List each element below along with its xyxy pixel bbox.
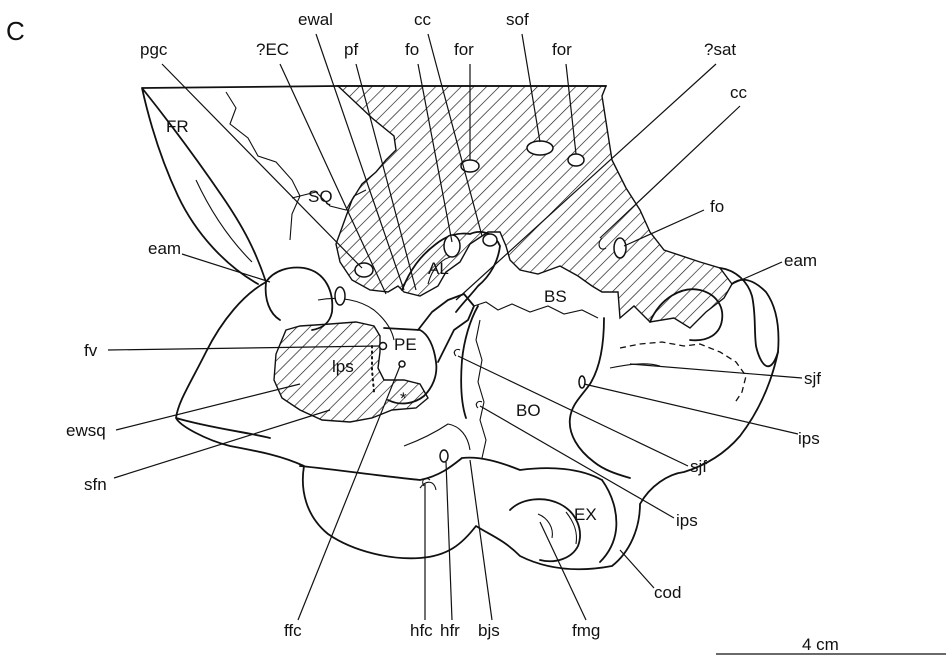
bo-hook-lower xyxy=(475,400,483,409)
bone-label-bs: BS xyxy=(544,287,567,306)
foramen-ovale-right xyxy=(613,237,627,259)
hypoglossal-foramen xyxy=(439,449,449,463)
label-sfn: sfn xyxy=(84,475,107,494)
external-canal-mark xyxy=(334,286,346,306)
exoccipital-outline xyxy=(599,479,618,563)
label-ec: ?EC xyxy=(256,40,289,59)
label-fo-right: fo xyxy=(710,197,724,216)
frontal-inner-line xyxy=(195,179,253,263)
bone-label-lps: lps xyxy=(332,357,354,376)
right-bulla xyxy=(649,288,724,342)
bone-label-fr: FR xyxy=(166,117,189,136)
zygomatic-left xyxy=(264,266,334,331)
right-dashed-suture xyxy=(619,341,747,405)
label-eam-left: eam xyxy=(148,239,181,258)
bone-label-pe: PE xyxy=(394,335,417,354)
label-fv: fv xyxy=(84,341,98,360)
suture-fr-sq xyxy=(225,91,301,241)
bone-label-sq: SQ xyxy=(308,187,333,206)
sphenorbital-fissure xyxy=(526,140,554,156)
label-cc-top: cc xyxy=(414,10,432,29)
bo-hook-upper xyxy=(453,348,461,357)
label-hfc: hfc xyxy=(410,621,433,640)
bs-bo-suture xyxy=(473,301,599,319)
condyle-outline xyxy=(509,498,581,563)
label-ffc: ffc xyxy=(284,621,302,640)
label-ips-2: ips xyxy=(676,511,698,530)
frontal-outline xyxy=(141,85,339,285)
leader-lines xyxy=(107,33,803,621)
ips-foramen-right xyxy=(578,375,586,389)
hypoglossal-area xyxy=(403,423,471,451)
label-bjs: bjs xyxy=(478,621,500,640)
fenestra-vestibuli xyxy=(378,341,388,351)
hatched-area-dorsal xyxy=(335,85,733,329)
right-lateral-outline xyxy=(719,267,779,368)
petrosal-dotted-boundary xyxy=(371,345,375,393)
label-fmg: fmg xyxy=(572,621,600,640)
label-for-2: for xyxy=(552,40,572,59)
label-for-1: for xyxy=(454,40,474,59)
label-cod: cod xyxy=(654,583,681,602)
suture-sq-2 xyxy=(291,189,367,211)
panel-letter: C xyxy=(6,16,25,46)
bone-label-ex: EX xyxy=(574,505,597,524)
label-ewal: ewal xyxy=(298,10,333,29)
carotid-canal-left xyxy=(482,233,498,247)
label-sat: ?sat xyxy=(704,40,736,59)
carotid-canal-right xyxy=(598,237,607,250)
foramen-rotundum-2 xyxy=(567,153,585,167)
foramen-magnum-edge xyxy=(537,513,553,539)
label-fo-top: fo xyxy=(405,40,419,59)
postglenoid-canal xyxy=(354,262,374,278)
label-ips-1: ips xyxy=(798,429,820,448)
label-pgc: pgc xyxy=(140,40,168,59)
bone-label-asterisk: * xyxy=(400,389,407,408)
foramen-ovale-left xyxy=(443,234,461,258)
skull-outline-main xyxy=(175,278,780,571)
bone-label-bo: BO xyxy=(516,401,541,420)
label-hfr: hfr xyxy=(440,621,460,640)
label-sjf-1: sjf xyxy=(804,369,821,388)
label-pf: pf xyxy=(344,40,358,59)
basioccipital-left-edge xyxy=(460,305,479,419)
hfc-hook xyxy=(422,477,431,487)
hypoglossal-canal-line xyxy=(419,481,437,491)
skull-outline-lower xyxy=(299,456,603,481)
label-sof: sof xyxy=(506,10,529,29)
bone-label-al: AL xyxy=(428,259,449,278)
petrosal-outline xyxy=(383,327,438,405)
scale-bar-label: 4 cm xyxy=(802,635,839,654)
label-sjf-2: sjf xyxy=(690,457,707,476)
label-eam-right: eam xyxy=(784,251,817,270)
petrosal-stem xyxy=(417,293,475,363)
basioccipital-right-edge xyxy=(568,317,631,479)
facial-foramen-canal xyxy=(398,360,406,368)
cod-inner-line xyxy=(565,511,578,545)
bo-midline-suture xyxy=(475,319,487,459)
label-ewsq: ewsq xyxy=(66,421,106,440)
label-cc-right: cc xyxy=(730,83,748,102)
